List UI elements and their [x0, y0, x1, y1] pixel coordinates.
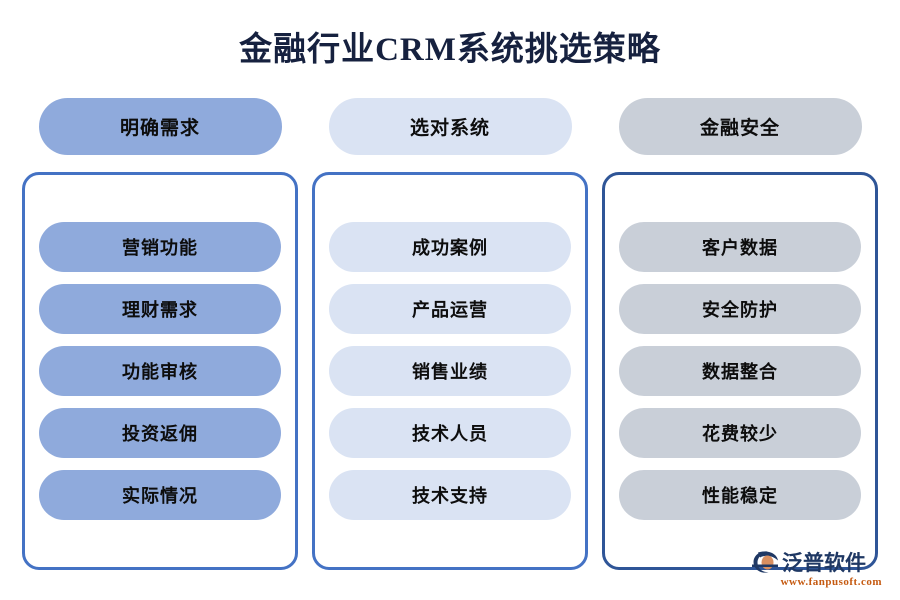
columns-container: 明确需求 营销功能 理财需求 功能审核 投资返佣 实际情况 选对系统 成功案例 …: [0, 98, 900, 578]
fanpu-swoosh-icon: [752, 551, 778, 573]
column-body-system-selection: 成功案例 产品运营 销售业绩 技术人员 技术支持: [312, 172, 588, 570]
item-pill[interactable]: 营销功能: [39, 222, 281, 272]
item-pill[interactable]: 产品运营: [329, 284, 571, 334]
item-pill[interactable]: 销售业绩: [329, 346, 571, 396]
item-pill[interactable]: 投资返佣: [39, 408, 281, 458]
item-pill[interactable]: 安全防护: [619, 284, 861, 334]
brand-logo-name: 泛普软件: [782, 551, 866, 575]
item-pill[interactable]: 功能审核: [39, 346, 281, 396]
item-pill[interactable]: 技术人员: [329, 408, 571, 458]
column-header-system-selection[interactable]: 选对系统: [328, 98, 572, 155]
item-pill[interactable]: 花费较少: [619, 408, 861, 458]
brand-logo-url: www.fanpusoft.com: [780, 576, 882, 588]
column-header-requirements[interactable]: 明确需求: [38, 98, 282, 155]
brand-logo-row: 泛普软件: [752, 549, 882, 577]
item-pill[interactable]: 理财需求: [39, 284, 281, 334]
column-header-financial-security[interactable]: 金融安全: [618, 98, 862, 155]
column-financial-security: 金融安全 客户数据 安全防护 数据整合 花费较少 性能稳定: [602, 98, 878, 578]
brand-logo[interactable]: 泛普软件 www.fanpusoft.com: [752, 544, 882, 588]
column-system-selection: 选对系统 成功案例 产品运营 销售业绩 技术人员 技术支持: [312, 98, 588, 578]
column-body-requirements: 营销功能 理财需求 功能审核 投资返佣 实际情况: [22, 172, 298, 570]
item-pill[interactable]: 数据整合: [619, 346, 861, 396]
column-body-financial-security: 客户数据 安全防护 数据整合 花费较少 性能稳定: [602, 172, 878, 570]
item-pill[interactable]: 客户数据: [619, 222, 861, 272]
column-requirements: 明确需求 营销功能 理财需求 功能审核 投资返佣 实际情况: [22, 98, 298, 578]
item-pill[interactable]: 技术支持: [329, 470, 571, 520]
item-pill[interactable]: 实际情况: [39, 470, 281, 520]
page-title: 金融行业CRM系统挑选策略: [239, 32, 661, 68]
item-pill[interactable]: 成功案例: [329, 222, 571, 272]
item-pill[interactable]: 性能稳定: [619, 470, 861, 520]
